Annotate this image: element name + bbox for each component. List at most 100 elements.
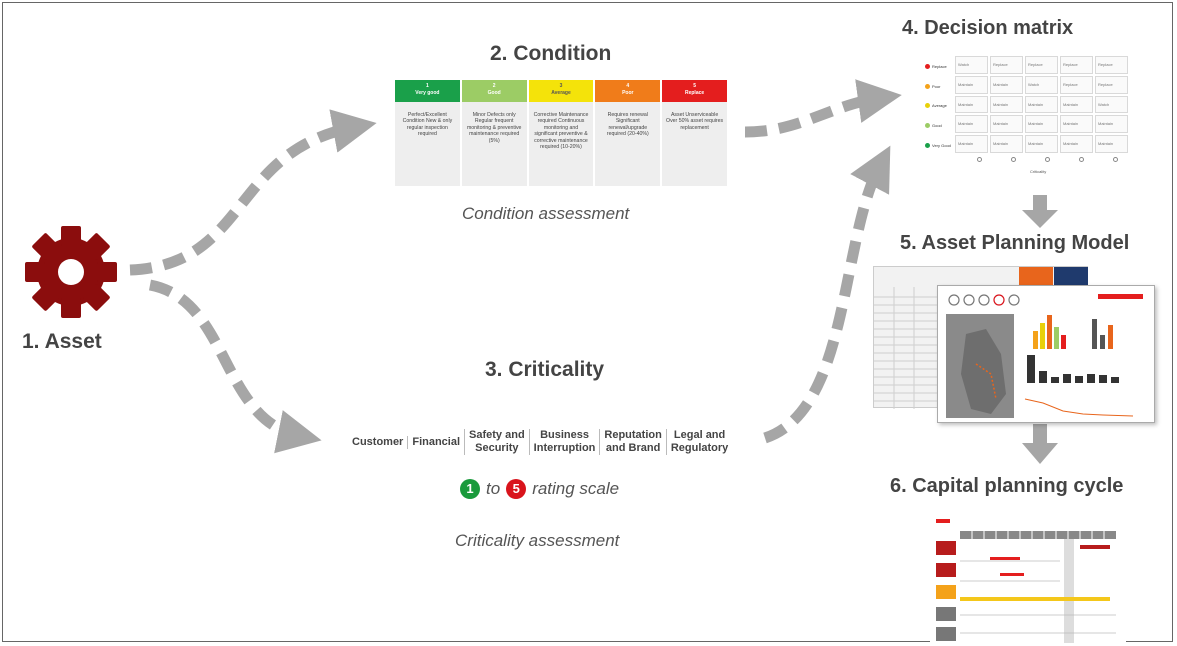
matrix-cell: Maintain (955, 75, 988, 94)
condition-col-1: 1 Very good Perfect/Excellent Condition … (395, 80, 460, 186)
gear-icon (25, 226, 117, 318)
matrix-cell: Replace (1060, 75, 1093, 94)
matrix-cell: Replace (1060, 56, 1093, 74)
row-bullet (925, 143, 930, 148)
apm-bar (1063, 374, 1071, 383)
condition-table: 1 Very good Perfect/Excellent Condition … (395, 80, 727, 186)
factor-line1: Safety and (469, 429, 525, 441)
step-asset-planning-model-title: 5. Asset Planning Model (900, 232, 1130, 254)
condition-description: Perfect/Excellent Condition New & only r… (395, 102, 460, 186)
row-bullet (925, 84, 930, 89)
factor-line1: Legal and (673, 429, 726, 441)
matrix-cell: Maintain (955, 115, 988, 134)
arrow-down-head-1 (1022, 210, 1058, 228)
apm-chart-2 (1088, 314, 1128, 349)
arrow-down-stem-1 (1033, 195, 1047, 211)
apm-map-image (946, 314, 1014, 418)
matrix-cell: Replace (1095, 75, 1128, 94)
row-label-text: Very Good (932, 143, 951, 148)
step-criticality-title: 3. Criticality (485, 358, 605, 381)
row-label-text: Replace (932, 64, 947, 69)
arrow-condition-to-decision (744, 79, 902, 138)
condition-head-5: 5 Replace (662, 80, 727, 102)
apm-bar (1100, 335, 1105, 349)
apm-bar (1075, 376, 1083, 383)
matrix-cell: Maintain (990, 95, 1023, 114)
matrix-axis-dot (977, 157, 982, 162)
matrix-row-label: Average (925, 103, 947, 108)
condition-col-2: 2 Good Minor Defects only Regular freque… (461, 80, 527, 186)
condition-col-4: 4 Poor Requires renewal Significant rene… (595, 80, 661, 186)
apm-bar (1108, 325, 1113, 349)
factor-line1: Customer (352, 435, 404, 448)
condition-description: Asset Unserviceable Over 50% asset requi… (662, 102, 727, 186)
apm-bar (1054, 327, 1059, 349)
rating-high-badge: 5 (506, 479, 527, 499)
apm-bar (1111, 377, 1119, 383)
matrix-cell: Maintain (990, 115, 1023, 134)
matrix-cell: Maintain (1025, 95, 1058, 114)
criticality-factor: Financial (407, 435, 464, 449)
apm-bar (1092, 319, 1097, 349)
factor-line2: Interruption (533, 442, 596, 454)
arrow-down-stem-2 (1033, 424, 1047, 444)
condition-number: 4 (626, 83, 630, 89)
matrix-cell: Maintain (1095, 135, 1128, 153)
apm-chart-3 (1023, 351, 1143, 383)
condition-head-1: 1 Very good (395, 80, 460, 102)
factor-line2: Regulatory (670, 442, 729, 454)
apm-bar (1087, 374, 1095, 383)
condition-label: Good (487, 90, 501, 96)
row-label-text: Poor (932, 84, 941, 89)
matrix-axis-label: Criticality (1030, 169, 1047, 174)
matrix-axis-dot (1113, 157, 1118, 162)
condition-label: Very good (415, 90, 440, 96)
arrow-down-head-2 (1022, 443, 1058, 464)
step-capital-planning-cycle-title: 6. Capital planning cycle (890, 475, 1124, 497)
criticality-caption: Criticality assessment (455, 531, 620, 550)
apm-dashboard-image (937, 285, 1155, 423)
apm-map-shape (961, 329, 1006, 414)
arrow-criticality-to-decision (763, 145, 891, 444)
apm-line-chart (1024, 398, 1134, 417)
arrow-asset-to-criticality (148, 279, 322, 454)
apm-bar (1027, 355, 1035, 383)
matrix-cell: Maintain (1025, 115, 1058, 134)
matrix-row-label: Very Good (925, 143, 951, 148)
condition-number: 5 (693, 83, 696, 89)
step-asset-title: 1. Asset (22, 330, 102, 353)
condition-head-2: 2 Good (461, 80, 527, 102)
matrix-cell: Replace (1095, 56, 1128, 74)
matrix-cell: Maintain (1060, 135, 1093, 153)
matrix-cell: Maintain (1025, 135, 1058, 153)
row-bullet (925, 123, 930, 128)
matrix-cell: Maintain (990, 75, 1023, 94)
matrix-cell: Watch (1095, 95, 1128, 114)
matrix-cell: Maintain (1060, 95, 1093, 114)
apm-chart-1 (1023, 311, 1083, 349)
criticality-factor: Safety and Security (464, 429, 529, 455)
condition-label: Average (551, 90, 571, 96)
matrix-cell: Maintain (990, 135, 1023, 153)
factor-line2: Security (475, 442, 519, 454)
condition-head-4: 4 Poor (595, 80, 661, 102)
row-bullet (925, 64, 930, 69)
apm-bar (1033, 331, 1038, 349)
rating-to-word: to (486, 479, 501, 498)
row-label-text: Good (932, 123, 942, 128)
matrix-row-label: Poor (925, 84, 940, 89)
criticality-factor: Legal and Regulatory (665, 429, 732, 455)
matrix-cell: Maintain (1060, 115, 1093, 134)
matrix-cell: Replace (1025, 56, 1058, 74)
condition-label: Replace (684, 90, 705, 96)
condition-number: 2 (492, 83, 496, 89)
matrix-row-label: Good (925, 123, 942, 128)
apm-bar (1039, 371, 1047, 383)
step-decision-matrix-title: 4. Decision matrix (902, 17, 1074, 39)
condition-caption: Condition assessment (462, 204, 630, 223)
matrix-cell: Maintain (955, 135, 988, 153)
matrix-cell: Replace (990, 56, 1023, 74)
row-bullet (925, 103, 930, 108)
